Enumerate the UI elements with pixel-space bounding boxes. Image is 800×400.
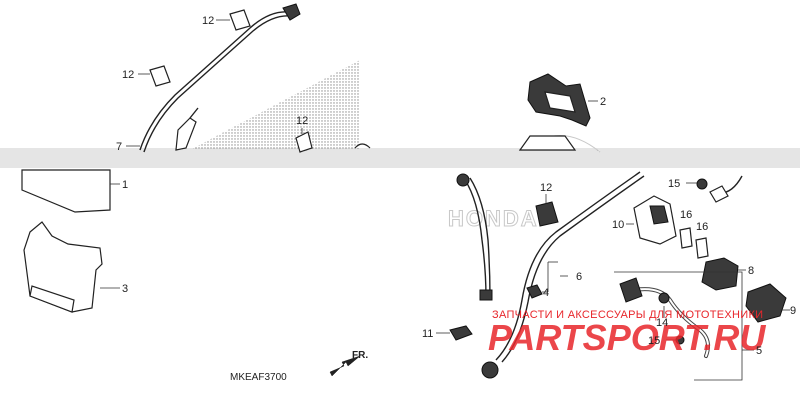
bracket-5 [614,271,743,381]
cable-terminal [282,3,301,21]
clip-12-center [535,201,559,227]
cable-6-terminal [481,361,499,379]
terminal-11 [449,325,473,341]
front-arrow-icon [329,355,361,377]
callout-8: 8 [748,265,754,277]
callout-16-a: 16 [680,209,692,221]
cover-2-face [544,91,576,113]
callout-14: 14 [656,317,668,329]
holder-top [518,135,577,151]
callout-12-top: 12 [202,15,214,27]
callout-3: 3 [122,283,128,295]
callout-6: 6 [576,271,582,283]
clip-12-mid [149,65,171,87]
callout-11: 11 [422,328,433,340]
front-label: FR. [352,350,368,361]
fuse-16-b [695,237,709,259]
battery-box-base [29,285,75,313]
watermark-honda: HONDA [448,206,539,231]
relay-9 [745,283,787,323]
callout-12-mid: 12 [122,69,134,81]
harness-5-inner [633,288,709,357]
frame-bracket [354,143,371,149]
harness-end [479,289,493,301]
callout-15-bottom: 15 [648,335,660,347]
bolt-4 [526,284,543,299]
terminal-post [175,117,197,151]
diagram-code: MKEAF3700 [230,372,287,383]
callout-12-frame: 12 [296,115,308,127]
frame-shading [190,60,360,150]
battery-cable-7 [139,11,291,151]
callout-2: 2 [600,96,606,108]
cable-harness-left-edge [469,177,491,299]
terminal-lead [189,107,199,119]
relay-wire-clamp [709,185,729,203]
battery-cable-7-edge [143,15,293,153]
callout-10: 10 [612,219,624,231]
battery-1 [21,169,111,213]
callout-9: 9 [790,305,796,317]
callout-4: 4 [543,287,549,299]
harness-connector-top [456,173,470,187]
callout-5: 5 [756,345,762,357]
callout-15-top: 15 [668,178,680,190]
cable-6 [495,171,641,361]
callout-12-center: 12 [540,182,552,194]
callout-16-b: 16 [696,221,708,233]
harness-5-connector [619,277,643,303]
scan-band [0,148,800,168]
clip-12-top [229,9,251,31]
cable-6-edge [501,175,645,363]
fuse-box-10-top [649,205,669,225]
harness-5-grommet [658,292,670,304]
watermark-tagline: ЗАПЧАСТИ И АКСЕССУАРЫ ДЛЯ МОТОТЕХНИКИ [492,309,763,321]
cable-harness-left [464,179,487,299]
relay-8 [701,257,739,291]
callout-1: 1 [122,179,128,191]
bolt-15-top [696,178,708,190]
callout-7: 7 [116,141,122,153]
watermark-site-logo: PARTSPORT.RU [488,317,766,358]
fuse-16-a [679,227,693,249]
clip-12-frame [295,131,313,153]
